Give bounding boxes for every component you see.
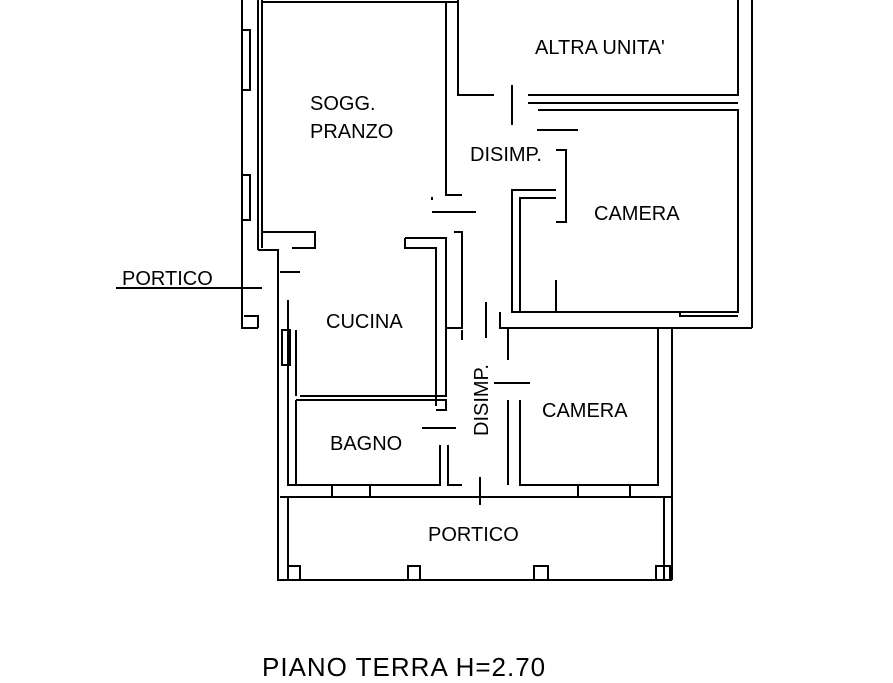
pillar (533, 565, 549, 581)
room-label-cucina: CUCINA (326, 311, 403, 333)
pillar (287, 565, 301, 581)
wall-altra-unita (528, 0, 739, 96)
wall-bagno (296, 399, 447, 411)
wall-camera-bottom (499, 312, 659, 486)
walls (241, 0, 753, 581)
room-label-portico-left: PORTICO (122, 268, 213, 290)
room-label-camera-top: CAMERA (594, 203, 680, 225)
pillar (655, 565, 671, 581)
window-camera (577, 484, 631, 498)
floor-level-caption: PIANO TERRA H=2.70 (262, 652, 547, 682)
room-label-disimpegno-vertical: DISIMP. (471, 364, 493, 436)
pillar (407, 565, 421, 581)
room-label-soggiorno: SOGG. (310, 93, 376, 115)
wall-camera-top (511, 109, 739, 313)
room-label-altra-unita: ALTRA UNITA' (535, 37, 665, 59)
room-label-disimpegno-top: DISIMP. (470, 144, 542, 166)
window-bagno (331, 484, 371, 498)
window-left (241, 29, 251, 91)
door-marks (280, 85, 578, 505)
room-label-portico-bottom: PORTICO (428, 524, 519, 546)
room-label-camera-bottom: CAMERA (542, 400, 628, 422)
wall-left-outer (241, 0, 258, 329)
room-label-bagno: BAGNO (330, 433, 402, 455)
room-label-pranzo: PRANZO (310, 121, 393, 143)
